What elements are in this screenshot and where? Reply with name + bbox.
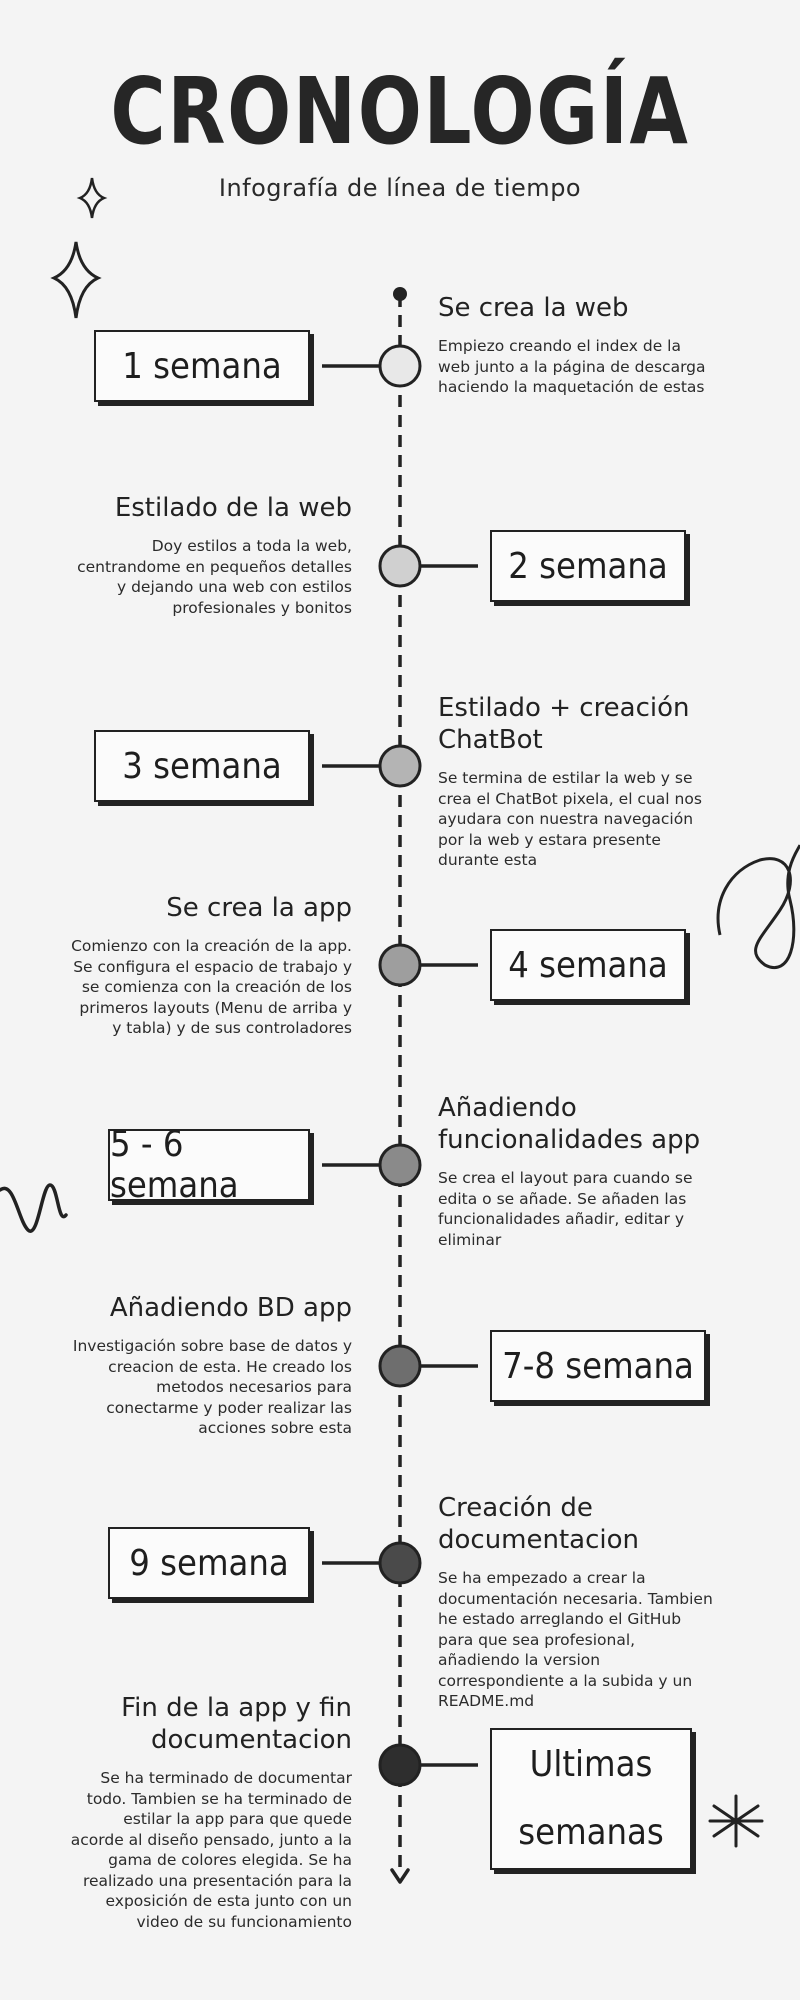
event-title: Se crea la app	[166, 893, 352, 923]
page-title: CRONOLOGÍA	[110, 58, 690, 165]
event-description: Se termina de estilar la web y se crea e…	[438, 769, 702, 869]
timeline-node	[378, 344, 422, 388]
event-title: Creación de documentacion	[438, 1493, 640, 1555]
event-title: Fin de la app y fin documentacion	[121, 1693, 352, 1755]
week-label: 4 semana	[508, 944, 668, 986]
week-label: 5 - 6 semana	[110, 1124, 239, 1206]
event-title: Estilado + creación ChatBot	[438, 693, 690, 755]
week-label: 2 semana	[508, 545, 668, 587]
event-title: Se crea la web	[438, 293, 629, 323]
week-label-box: 7-8 semana	[490, 1330, 706, 1402]
week-label-box: 9 semana	[108, 1527, 310, 1599]
event-description: Investigación sobre base de datos y crea…	[72, 1337, 352, 1437]
timeline-node	[378, 1143, 422, 1187]
week-label-box: 3 semana	[94, 730, 310, 802]
week-label-box: 4 semana	[490, 929, 686, 1001]
event-description: Doy estilos a toda la web, centrandome e…	[77, 537, 352, 617]
week-label-box: Ultimas semanas	[490, 1728, 692, 1870]
week-label: Ultimas semanas	[518, 1744, 664, 1853]
squiggle-loop-icon	[716, 844, 800, 969]
timeline-end-arrow-icon	[390, 1868, 410, 1884]
week-label: 1 semana	[122, 345, 282, 387]
zigzag-icon	[0, 1183, 68, 1233]
timeline-node	[378, 1541, 422, 1585]
event-description: Se crea el layout para cuando se edita o…	[438, 1169, 693, 1249]
timeline-node	[378, 1743, 422, 1787]
event-description: Se ha terminado de documentar todo. Tamb…	[70, 1769, 352, 1931]
week-label-box: 5 - 6 semana	[108, 1124, 310, 1206]
event-title: Estilado de la web	[114, 493, 352, 523]
event-title: Añadiendo BD app	[109, 1293, 352, 1323]
week-label: 7-8 semana	[502, 1345, 694, 1387]
event-description: Empiezo creando el index de la web junto…	[438, 337, 706, 396]
week-label-box: 1 semana	[94, 330, 310, 402]
event-description: Se ha empezado a crear la documentación …	[438, 1569, 713, 1710]
timeline-node	[378, 544, 422, 588]
week-label-box: 2 semana	[490, 530, 686, 602]
event-title: Añadiendo funcionalidades app	[438, 1093, 701, 1155]
event-description: Comienzo con la creación de la app. Se c…	[71, 937, 352, 1037]
timeline-start-dot	[393, 287, 407, 301]
sparkle-large-icon	[50, 241, 102, 319]
timeline-node	[378, 1344, 422, 1388]
timeline-node	[378, 943, 422, 987]
asterisk-icon	[708, 1794, 764, 1848]
week-label: 3 semana	[122, 745, 282, 787]
page-subtitle: Infografía de línea de tiempo	[218, 174, 582, 202]
timeline-node	[378, 744, 422, 788]
week-label: 9 semana	[129, 1542, 289, 1584]
sparkle-small-icon	[76, 177, 108, 219]
